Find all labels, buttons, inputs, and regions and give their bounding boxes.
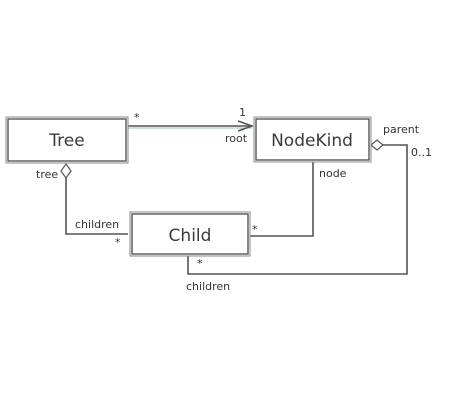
root-role-label: root xyxy=(225,132,248,145)
child-multiplicity-bottom: * xyxy=(197,257,203,270)
tree-role-label: tree xyxy=(36,168,58,181)
class-tree[interactable]: Tree xyxy=(5,116,129,164)
assoc-nodekind-parent xyxy=(187,139,408,275)
nodekind-count-label: 1 xyxy=(239,106,246,119)
parent-multiplicity: 0..1 xyxy=(411,146,432,159)
class-child[interactable]: Child xyxy=(129,211,251,257)
children-role-label: children xyxy=(75,218,119,231)
child-multiplicity-left: * xyxy=(115,236,121,249)
child-multiplicity-right: * xyxy=(252,223,258,236)
tree-end-multiplicity: * xyxy=(134,111,140,124)
class-nodekind-name: NodeKind xyxy=(271,131,353,151)
aggregation-diamond-icon xyxy=(370,139,384,151)
children-role-bottom-label: children xyxy=(186,280,230,293)
arrowhead-icon xyxy=(237,120,255,132)
class-tree-name: Tree xyxy=(48,131,84,151)
assoc-tree-child xyxy=(60,162,128,235)
assoc-nodekind-child xyxy=(250,162,314,237)
parent-role-label: parent xyxy=(383,123,420,136)
node-role-label: node xyxy=(319,167,347,180)
aggregation-diamond-icon xyxy=(60,162,72,180)
assoc-tree-nodekind xyxy=(128,120,255,132)
class-nodekind[interactable]: NodeKind xyxy=(253,116,372,163)
class-child-name: Child xyxy=(169,226,212,246)
